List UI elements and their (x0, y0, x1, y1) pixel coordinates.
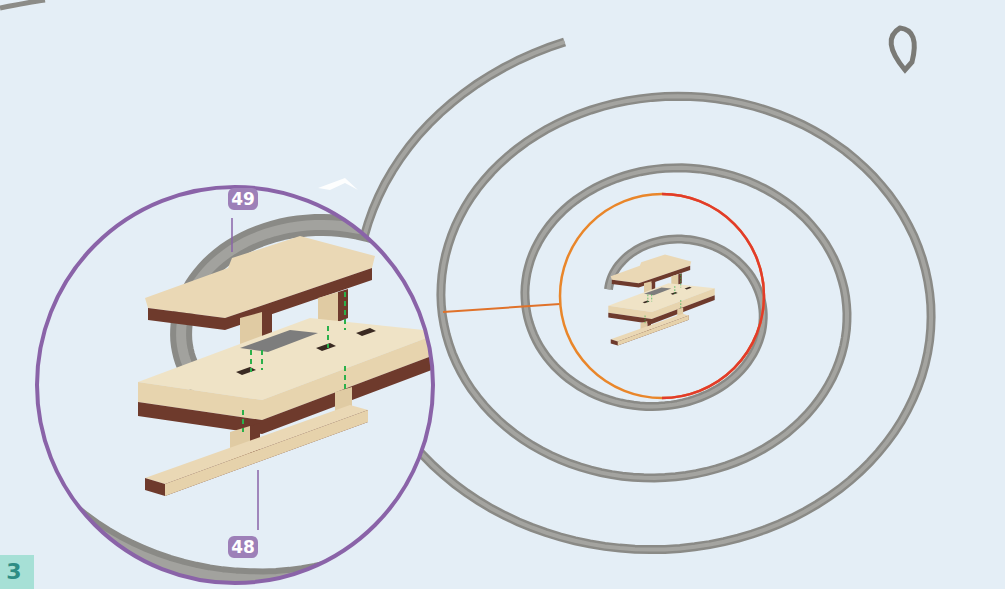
spring-loop (891, 28, 914, 70)
callout-number: 49 (228, 188, 258, 210)
callout-number: 48 (228, 536, 258, 558)
spring-band (0, 56, 695, 589)
spring-band (0, 56, 695, 589)
spring-band (357, 42, 931, 550)
step-number: 3 (0, 555, 34, 589)
spring-band (357, 42, 931, 550)
